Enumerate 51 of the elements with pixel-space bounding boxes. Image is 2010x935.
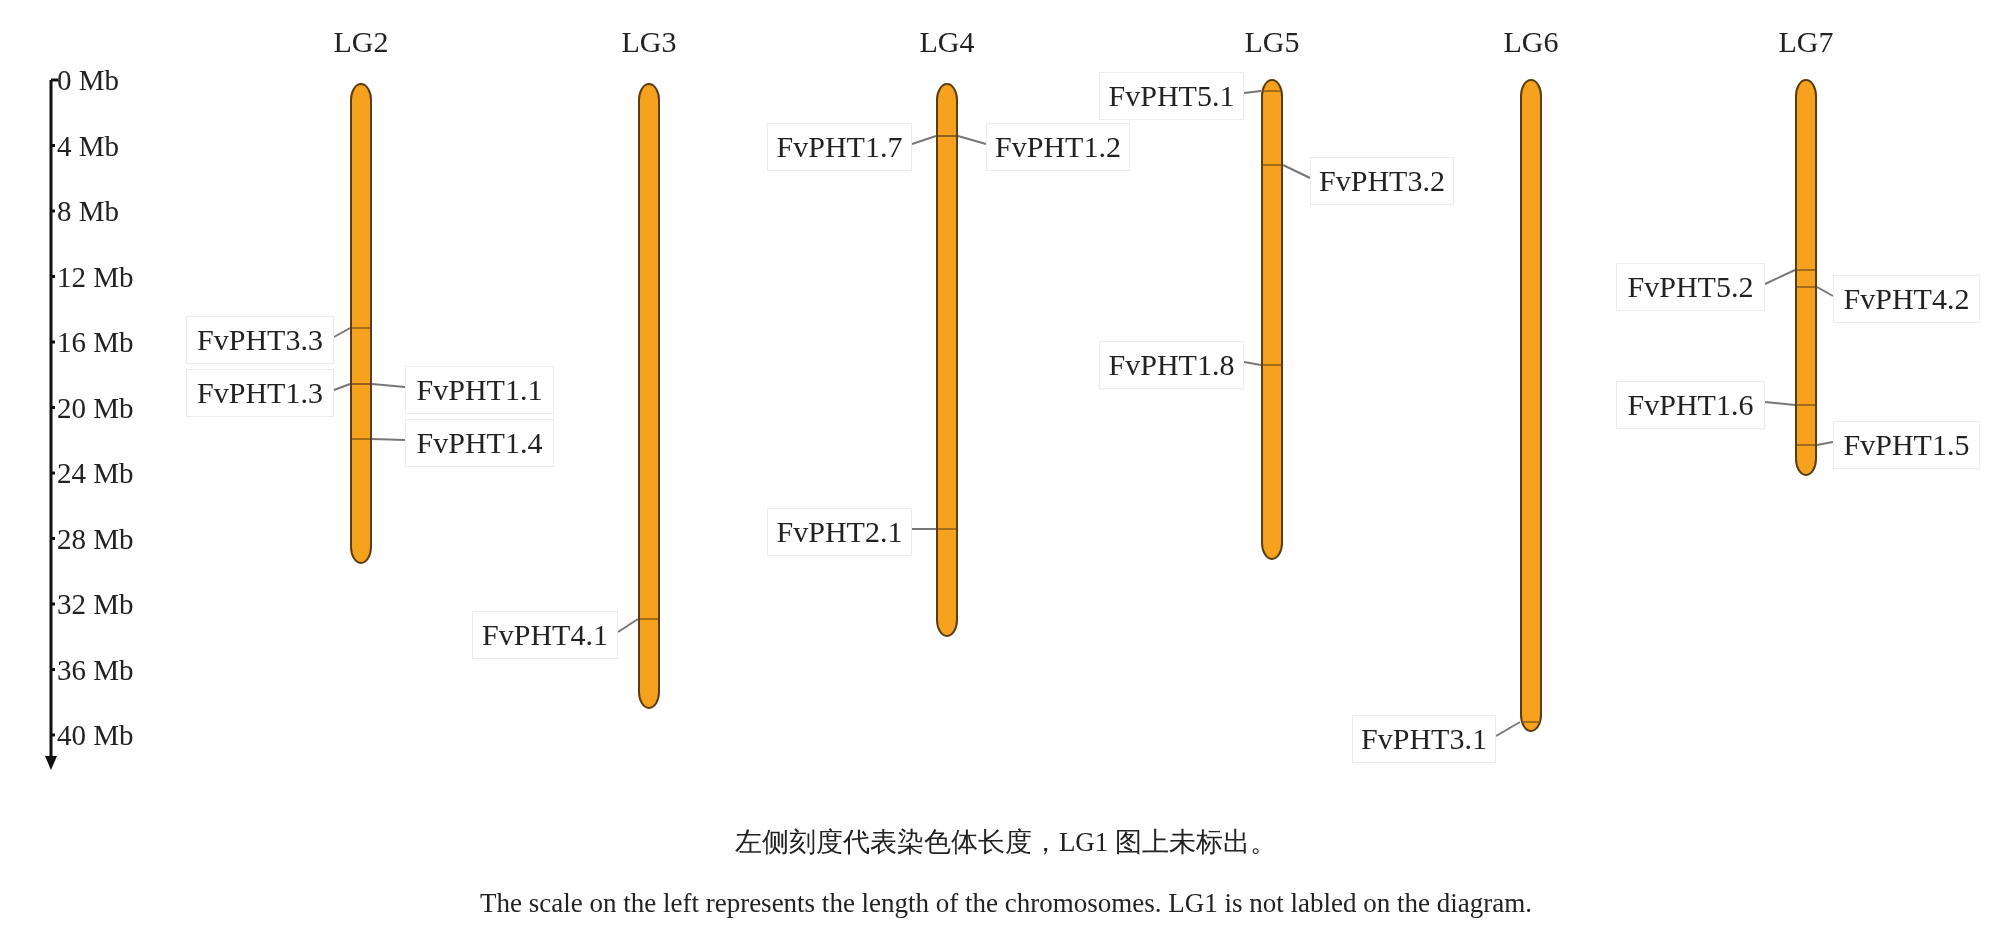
gene-label: FvPHT3.2 [1310, 157, 1454, 205]
leader-line [1282, 164, 1311, 179]
scale-label: 40 Mb [57, 718, 134, 752]
leader-line [1495, 721, 1521, 737]
leader-line [911, 135, 937, 145]
leader-line [911, 528, 937, 530]
chromosome-label: LG5 [1244, 24, 1300, 60]
scale-label: 24 Mb [57, 456, 134, 490]
leader-line [1764, 269, 1796, 285]
scale-label: 32 Mb [57, 587, 134, 621]
gene-label: FvPHT1.2 [986, 123, 1130, 171]
gene-label: FvPHT3.1 [1352, 715, 1496, 763]
gene-label: FvPHT1.3 [186, 369, 334, 417]
caption-line: The scale on the left represents the length of the chromosomes. LG1 is not labled on the diagram. [480, 887, 1532, 920]
chromosome-label: LG2 [333, 24, 389, 60]
chromosome-label: LG7 [1778, 24, 1834, 60]
scale-label: 4 Mb [57, 128, 120, 163]
leader-line [1243, 361, 1262, 366]
gene-label: FvPHT1.4 [405, 419, 554, 467]
gene-label: FvPHT1.6 [1616, 381, 1765, 429]
chromosome-label: LG4 [919, 24, 975, 60]
leader-line [1764, 401, 1796, 406]
gene-label: FvPHT5.2 [1616, 263, 1765, 311]
leader-line [957, 135, 987, 145]
chromosome-label: LG6 [1503, 24, 1559, 60]
gene-label: FvPHT1.1 [405, 366, 554, 414]
scale-label: 36 Mb [57, 652, 134, 687]
leader-line [333, 327, 351, 338]
leader-line [1816, 441, 1834, 446]
leader-line [1816, 286, 1834, 297]
scale-label: 16 Mb [57, 325, 134, 359]
gene-label: FvPHT4.1 [472, 611, 618, 659]
chromosome-label: LG3 [621, 24, 677, 60]
scale-label: 20 Mb [57, 390, 134, 425]
leader-line [371, 438, 406, 441]
scale-label: 0 Mb [57, 63, 120, 97]
gene-label: FvPHT4.2 [1833, 275, 1980, 323]
gene-label: FvPHT1.8 [1099, 341, 1244, 389]
gene-label: FvPHT1.5 [1833, 421, 1980, 469]
leader-line [617, 618, 639, 633]
caption-line: 左侧刻度代表染色体长度，LG1 图上未标出。 [734, 826, 1278, 859]
scale-label: 12 Mb [57, 259, 134, 294]
scale-label: 8 Mb [57, 194, 120, 228]
leader-line [333, 383, 351, 391]
leader-line [371, 383, 406, 388]
gene-label: FvPHT5.1 [1099, 72, 1244, 120]
gene-label: FvPHT1.7 [767, 123, 912, 171]
gene-label: FvPHT3.3 [186, 316, 334, 364]
leader-line [1243, 90, 1262, 94]
gene-label: FvPHT2.1 [767, 508, 912, 556]
scale-label: 28 Mb [57, 521, 134, 556]
